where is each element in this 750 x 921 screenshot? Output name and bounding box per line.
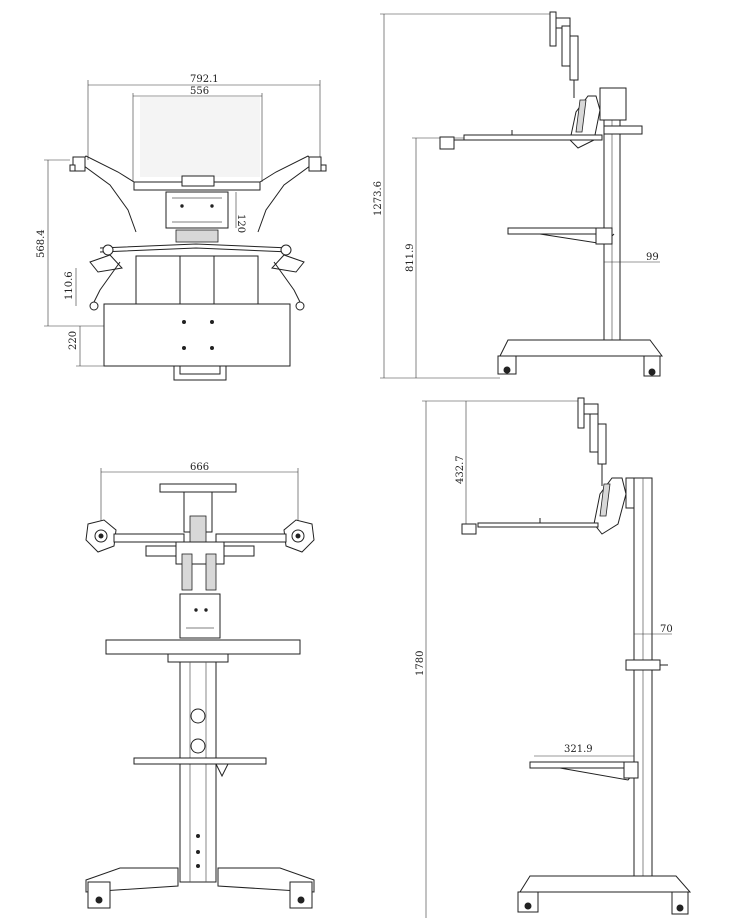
side-view-lower: 1780 432.7 70 321.9 (415, 397, 692, 918)
dim-top-offset: 432.7 (455, 455, 466, 484)
dim-inner-width: 556 (190, 86, 209, 97)
dim-overall-width: 792.1 (190, 74, 219, 85)
dim-tray-height: 811.9 (405, 243, 416, 272)
dim-depth: 568.4 (36, 229, 47, 258)
dim-shelf: 321.9 (564, 744, 593, 755)
top-view: 792.1 556 120 (36, 74, 327, 381)
dim-arm-span: 666 (190, 462, 209, 473)
dim-post-lower: 70 (660, 624, 673, 635)
dim-arm-offset: 110.6 (64, 271, 75, 300)
side-view-upper: 1273.6 811.9 99 (373, 11, 663, 379)
dim-base: 220 (68, 331, 79, 350)
front-view: 666 (85, 462, 315, 909)
dim-post: 99 (646, 252, 659, 263)
dim-total-height: 1273.6 (373, 181, 384, 216)
dim-total-height-lower: 1780 (415, 651, 426, 676)
dim-plate: 120 (235, 214, 246, 233)
